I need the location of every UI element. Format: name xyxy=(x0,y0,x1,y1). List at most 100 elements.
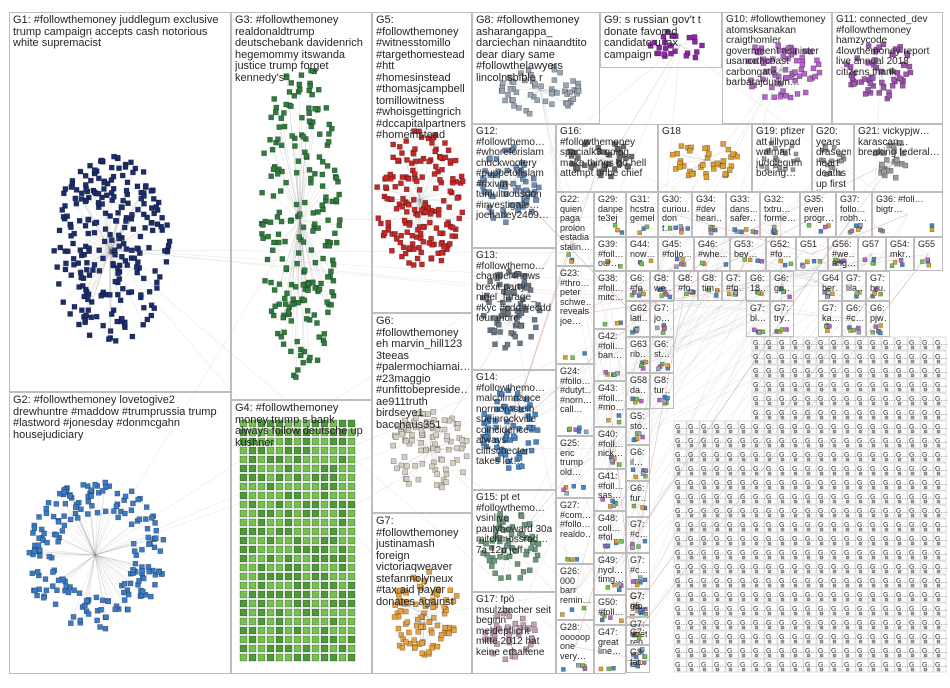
graph-node[interactable] xyxy=(897,611,902,616)
graph-node[interactable] xyxy=(884,485,889,490)
graph-node[interactable] xyxy=(845,611,850,616)
graph-node[interactable] xyxy=(119,172,126,179)
graph-node[interactable] xyxy=(159,215,165,221)
graph-node[interactable] xyxy=(767,513,772,518)
graph-node[interactable] xyxy=(754,555,759,560)
graph-node[interactable] xyxy=(62,186,69,192)
group-panel-g24[interactable]: G24: #follo… #dutyt… #norn… call… xyxy=(556,364,594,436)
graph-node[interactable] xyxy=(884,611,889,616)
group-panel-g51[interactable]: G51 xyxy=(796,237,828,271)
graph-node[interactable] xyxy=(166,238,173,245)
graph-node[interactable] xyxy=(728,653,733,658)
graph-node[interactable] xyxy=(715,443,720,448)
graph-node[interactable] xyxy=(910,569,915,574)
graph-node[interactable] xyxy=(845,639,850,644)
graph-node[interactable] xyxy=(741,555,746,560)
group-panel-g19[interactable]: G19: pfizer att lillypad walmart juddleg… xyxy=(752,124,812,192)
graph-node[interactable] xyxy=(76,321,82,328)
graph-node[interactable] xyxy=(728,611,733,616)
graph-node[interactable] xyxy=(858,499,863,504)
graph-node[interactable] xyxy=(832,415,837,420)
graph-node[interactable] xyxy=(871,373,876,378)
group-panel-gi[interactable]: G7: bru… xyxy=(866,271,890,301)
graph-node[interactable] xyxy=(819,415,824,420)
graph-node[interactable] xyxy=(910,583,915,588)
graph-node[interactable] xyxy=(884,345,889,350)
graph-node[interactable] xyxy=(780,373,785,378)
graph-node[interactable] xyxy=(82,198,89,205)
graph-node[interactable] xyxy=(144,214,150,221)
group-panel-g20[interactable]: G20: years draseem… heart deaths up firs… xyxy=(812,124,854,192)
graph-node[interactable] xyxy=(910,555,915,560)
graph-node[interactable] xyxy=(728,471,733,476)
graph-node[interactable] xyxy=(858,513,863,518)
graph-node[interactable] xyxy=(689,499,694,504)
graph-node[interactable] xyxy=(767,471,772,476)
graph-node[interactable] xyxy=(152,268,158,274)
graph-node[interactable] xyxy=(936,415,941,420)
group-panel-g10[interactable]: G10: #followthemoney atomsksanakan craig… xyxy=(722,12,832,124)
group-panel-ga[interactable]: G6: #fo… xyxy=(626,271,650,301)
graph-node[interactable] xyxy=(141,193,147,199)
graph-node[interactable] xyxy=(936,541,941,546)
graph-node[interactable] xyxy=(76,218,83,224)
graph-node[interactable] xyxy=(910,653,915,658)
graph-node[interactable] xyxy=(793,611,798,616)
graph-node[interactable] xyxy=(780,611,785,616)
graph-node[interactable] xyxy=(871,457,876,462)
graph-node[interactable] xyxy=(676,625,681,630)
graph-node[interactable] xyxy=(728,625,733,630)
graph-node[interactable] xyxy=(767,611,772,616)
graph-node[interactable] xyxy=(85,291,92,297)
graph-node[interactable] xyxy=(806,667,811,672)
graph-node[interactable] xyxy=(897,527,902,532)
graph-node[interactable] xyxy=(884,471,889,476)
graph-node[interactable] xyxy=(79,307,85,313)
graph-node[interactable] xyxy=(767,345,772,350)
graph-node[interactable] xyxy=(923,527,928,532)
graph-node[interactable] xyxy=(871,611,876,616)
graph-node[interactable] xyxy=(832,541,837,546)
graph-node[interactable] xyxy=(793,471,798,476)
graph-node[interactable] xyxy=(741,583,746,588)
graph-node[interactable] xyxy=(936,401,941,406)
group-panel-g5[interactable]: G5: #followthemoney #witnesstomillo #tar… xyxy=(372,12,472,313)
graph-node[interactable] xyxy=(884,457,889,462)
group-panel-g18[interactable]: G18 xyxy=(658,124,752,192)
graph-node[interactable] xyxy=(142,225,148,231)
group-panel-g17[interactable]: G17: fpö msulzbacher seit beginn meldepf… xyxy=(472,592,556,674)
group-panel-g36[interactable]: G36: #foll… bigtr… xyxy=(872,192,943,237)
graph-node[interactable] xyxy=(832,485,837,490)
graph-node[interactable] xyxy=(144,316,151,323)
graph-node[interactable] xyxy=(702,653,707,658)
graph-node[interactable] xyxy=(676,429,681,434)
graph-node[interactable] xyxy=(754,513,759,518)
graph-node[interactable] xyxy=(88,177,94,184)
graph-node[interactable] xyxy=(910,485,915,490)
graph-node[interactable] xyxy=(702,611,707,616)
group-panel-g45[interactable]: G45: #follo… xyxy=(658,237,694,271)
graph-node[interactable] xyxy=(78,274,84,281)
graph-node[interactable] xyxy=(157,274,163,280)
graph-node[interactable] xyxy=(676,457,681,462)
graph-node[interactable] xyxy=(116,165,122,171)
graph-node[interactable] xyxy=(728,499,733,504)
graph-node[interactable] xyxy=(73,200,80,207)
graph-node[interactable] xyxy=(793,401,798,406)
graph-node[interactable] xyxy=(871,625,876,630)
group-panel-gl[interactable]: G7: bl… xyxy=(746,301,770,337)
graph-node[interactable] xyxy=(115,210,121,216)
graph-node[interactable] xyxy=(122,164,129,170)
group-panel-gab[interactable]: G8: tur… xyxy=(650,373,674,409)
graph-node[interactable] xyxy=(780,583,785,588)
graph-node[interactable] xyxy=(806,513,811,518)
graph-node[interactable] xyxy=(68,224,74,231)
graph-node[interactable] xyxy=(114,318,120,325)
graph-node[interactable] xyxy=(113,218,120,224)
group-panel-g53[interactable]: G53: bev… xyxy=(730,237,766,271)
graph-node[interactable] xyxy=(728,639,733,644)
graph-node[interactable] xyxy=(897,555,902,560)
group-panel-g63[interactable]: G63: rib… xyxy=(626,337,650,373)
graph-node[interactable] xyxy=(806,541,811,546)
graph-node[interactable] xyxy=(741,569,746,574)
